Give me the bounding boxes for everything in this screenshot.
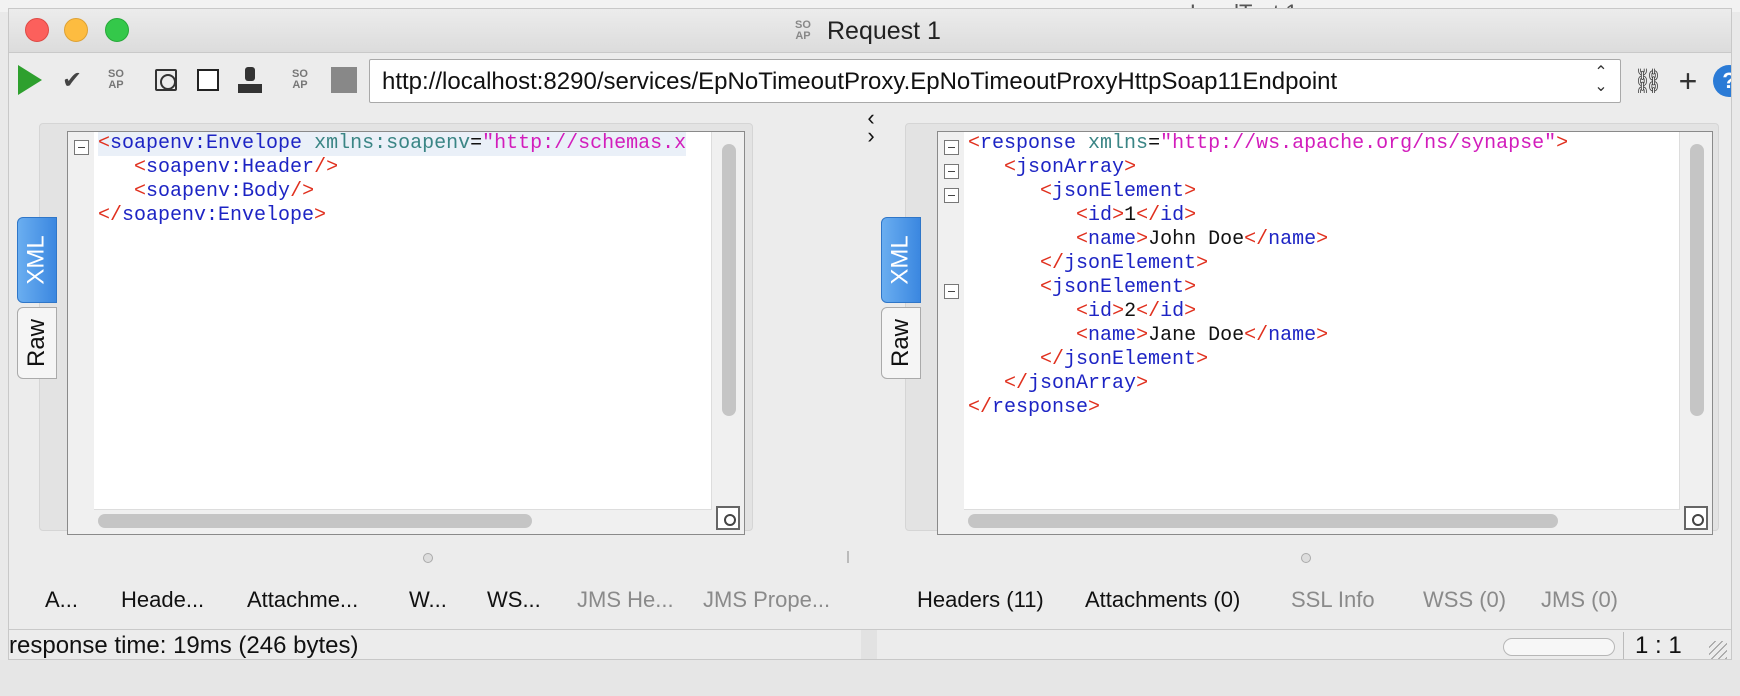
link-icon[interactable]: ⛓ xyxy=(1632,67,1664,95)
stamp-icon[interactable] xyxy=(235,65,265,95)
run-icon[interactable] xyxy=(15,65,45,95)
tab-auth[interactable]: A... xyxy=(45,587,79,612)
code-line: <name>Jane Doe</name> xyxy=(1076,324,1329,347)
response-xml-tab[interactable]: XML xyxy=(881,217,921,303)
request-raw-tab-label: Raw xyxy=(23,318,51,368)
close-window-button[interactable] xyxy=(25,18,49,42)
code-line: </soapenv:Envelope> xyxy=(98,204,327,227)
center-divider-tick xyxy=(847,551,849,563)
code-line: <id>2</id> xyxy=(1076,300,1197,323)
tab-response-headers[interactable]: Headers (11) xyxy=(917,587,1044,612)
status-separator xyxy=(861,630,877,659)
background-footer xyxy=(0,660,1740,696)
code-line: </jsonElement> xyxy=(1040,252,1209,275)
tab-wss[interactable]: WSS (0) xyxy=(1423,587,1507,612)
soap-icon2-line-1: SO xyxy=(292,68,308,80)
code-line: <soapenv:Envelope xmlns:soapenv="http://… xyxy=(98,132,687,156)
code-line: <name>John Doe</name> xyxy=(1076,228,1329,251)
code-line: </response> xyxy=(968,396,1101,419)
request-xml-editor[interactable]: <soapenv:Envelope xmlns:soapenv="http://… xyxy=(67,131,745,535)
help-label: ? xyxy=(1722,68,1731,94)
request-xml-tab-label: XML xyxy=(23,235,51,285)
fold-collapse-icon[interactable] xyxy=(944,164,959,179)
soap-logo-icon: SO AP xyxy=(791,20,815,42)
fold-collapse-icon[interactable] xyxy=(944,140,959,155)
response-time-status: response time: 19ms (246 bytes) xyxy=(9,632,359,659)
resize-grip-icon[interactable] xyxy=(1709,641,1727,659)
window-title: Request 1 xyxy=(827,16,941,45)
code-line: <id>1</id> xyxy=(1076,204,1197,227)
response-split-grip[interactable] xyxy=(1301,553,1311,563)
code-line: <jsonElement> xyxy=(1040,180,1197,203)
response-code-area[interactable]: <response xmlns="http://ws.apache.org/ns… xyxy=(964,132,1680,510)
tab-ws-security[interactable]: WS... xyxy=(487,587,541,612)
soap-logo-line-1: SO xyxy=(795,19,811,31)
response-horizontal-scrollbar[interactable] xyxy=(968,514,1558,528)
request-split-grip[interactable] xyxy=(423,553,433,563)
title-area: SO AP Request 1 xyxy=(791,17,941,45)
tab-jms-headers[interactable]: JMS He... xyxy=(577,587,674,612)
title-bar: SO AP Request 1 xyxy=(9,9,1731,53)
request-horizontal-scrollbar[interactable] xyxy=(98,514,532,528)
empty-square-icon[interactable] xyxy=(193,65,223,95)
tab-headers[interactable]: Heade... xyxy=(121,587,205,612)
request-vertical-scrollbar[interactable] xyxy=(722,144,736,416)
endpoint-url-field[interactable]: http://localhost:8290/services/EpNoTimeo… xyxy=(369,59,1621,103)
response-bottom-tabs: Headers (11) Attachments (0) SSL Info WS… xyxy=(877,579,1731,619)
response-vertical-scrollbar[interactable] xyxy=(1690,144,1704,416)
request-code-area[interactable]: <soapenv:Envelope xmlns:soapenv="http://… xyxy=(94,132,712,510)
request-toolbar: ✔ SO AP SO AP http://localhost:8290/serv… xyxy=(9,53,1731,109)
response-raw-tab[interactable]: Raw xyxy=(881,307,921,379)
code-line: <jsonArray> xyxy=(1004,156,1137,179)
code-line: <response xmlns="http://ws.apache.org/ns… xyxy=(968,132,1569,155)
progress-indicator xyxy=(1503,638,1615,656)
endpoint-url[interactable]: http://localhost:8290/services/EpNoTimeo… xyxy=(382,68,1338,95)
fold-collapse-icon[interactable] xyxy=(944,284,959,299)
minimize-window-button[interactable] xyxy=(64,18,88,42)
code-line: <jsonElement> xyxy=(1040,276,1197,299)
tab-ssl-info[interactable]: SSL Info xyxy=(1291,587,1375,612)
tab-attachments[interactable]: Attachme... xyxy=(247,587,359,612)
request-raw-tab[interactable]: Raw xyxy=(17,307,57,379)
soap-icon-line-1: SO xyxy=(108,68,124,80)
code-line: </jsonElement> xyxy=(1040,348,1209,371)
plus-icon[interactable]: + xyxy=(1678,62,1698,99)
request-zoom-icon[interactable] xyxy=(716,506,740,530)
code-line: <soapenv:Header/> xyxy=(134,156,339,179)
create-window-icon[interactable] xyxy=(151,65,181,95)
tab-ws-addressing[interactable]: W... xyxy=(409,587,447,612)
response-zoom-icon[interactable] xyxy=(1684,506,1708,530)
response-xml-editor[interactable]: <response xmlns="http://ws.apache.org/ns… xyxy=(937,131,1713,535)
help-icon[interactable]: ? xyxy=(1713,65,1731,97)
soap-logo-line-2: AP xyxy=(795,30,811,42)
status-divider xyxy=(1623,632,1624,659)
add-assertion-icon[interactable]: ✔ xyxy=(61,66,83,94)
request-window: SO AP Request 1 ✔ SO AP SO AP http://loc… xyxy=(8,8,1732,660)
response-raw-tab-label: Raw xyxy=(887,318,915,368)
status-bar: response time: 19ms (246 bytes) 1 : 1 xyxy=(9,629,1731,659)
fold-collapse-icon[interactable] xyxy=(74,140,89,155)
tab-response-attachments[interactable]: Attachments (0) xyxy=(1085,587,1241,612)
fold-collapse-icon[interactable] xyxy=(944,188,959,203)
code-line: <soapenv:Body/> xyxy=(134,180,315,203)
request-xml-tab[interactable]: XML xyxy=(17,217,57,303)
tab-jms-properties[interactable]: JMS Prope... xyxy=(703,587,831,612)
split-toggle-arrows-icon[interactable]: ‹› xyxy=(867,105,875,148)
soap-icon2-line-2: AP xyxy=(292,79,308,91)
code-line: </jsonArray> xyxy=(1004,372,1149,395)
url-dropdown-stepper-icon[interactable]: ⌃⌄ xyxy=(1594,64,1608,95)
response-editor-gutter xyxy=(938,132,964,534)
response-xml-tab-label: XML xyxy=(887,235,915,285)
soap-operation-icon[interactable]: SO AP xyxy=(101,65,131,95)
request-bottom-tabs: A... Heade... Attachme... W... WS... JMS… xyxy=(9,579,861,619)
tab-jms[interactable]: JMS (0) xyxy=(1541,587,1618,612)
soap-icon-line-2: AP xyxy=(108,79,124,91)
cursor-position: 1 : 1 xyxy=(1635,632,1682,659)
soap-secondary-icon[interactable]: SO AP xyxy=(285,65,315,95)
stop-icon[interactable] xyxy=(329,65,359,95)
request-editor-gutter xyxy=(68,132,94,534)
maximize-window-button[interactable] xyxy=(105,18,129,42)
